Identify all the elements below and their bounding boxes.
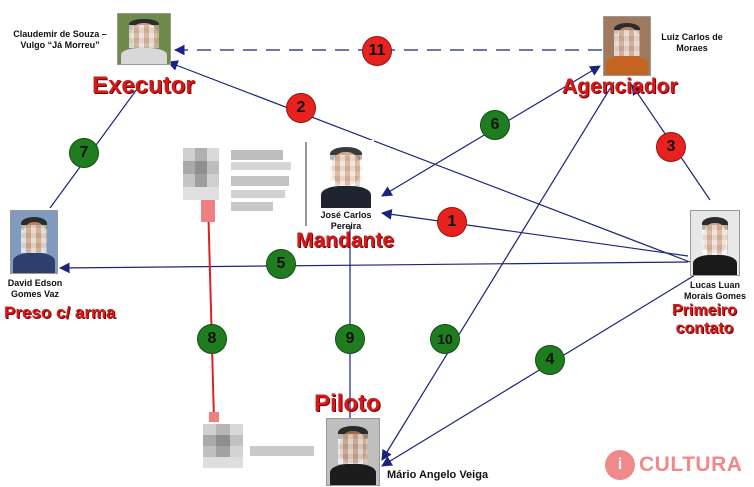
edge-8 bbox=[207, 199, 215, 421]
role-mandante: Mandante bbox=[296, 229, 395, 252]
role-preso: Preso c/ arma bbox=[4, 303, 116, 322]
tv-cultura-icon: i bbox=[605, 450, 635, 480]
name-mario: Mário Angelo Veiga bbox=[387, 469, 489, 481]
role-primeiro-contato: Primeiro contato bbox=[672, 302, 737, 337]
name-david: David Edson Gomes Vaz bbox=[7, 278, 63, 299]
photo-jose bbox=[318, 140, 374, 208]
photo-luiz bbox=[603, 16, 651, 76]
role-agenciador: Agenciador bbox=[562, 75, 678, 98]
badge-3: 3 bbox=[656, 132, 686, 162]
badge-6: 6 bbox=[480, 110, 510, 140]
redacted-photo-top bbox=[183, 148, 219, 200]
photo-david bbox=[10, 210, 58, 274]
badge-7: 7 bbox=[69, 138, 99, 168]
cultura-logo: i CULTURA bbox=[605, 450, 742, 480]
redacted-photo-bottom bbox=[203, 424, 243, 468]
role-piloto: Piloto bbox=[314, 390, 381, 417]
badge-2: 2 bbox=[286, 93, 316, 123]
edge-8-start-cap bbox=[201, 196, 215, 222]
photo-lucas bbox=[690, 210, 740, 276]
badge-4: 4 bbox=[535, 345, 565, 375]
edge-5 bbox=[58, 261, 689, 274]
edge-10 bbox=[381, 81, 615, 461]
badge-11: 11 bbox=[362, 36, 392, 66]
name-lucas: Lucas Luan Morais Gomes bbox=[683, 280, 747, 301]
edge-8-end-cap bbox=[209, 412, 219, 422]
badge-5: 5 bbox=[266, 249, 296, 279]
photo-mario bbox=[326, 418, 380, 486]
redacted-text-bottom bbox=[250, 444, 316, 460]
redacted-text-top bbox=[231, 148, 291, 214]
name-luiz: Luiz Carlos de Moraes bbox=[661, 32, 723, 53]
edge-1 bbox=[380, 209, 689, 257]
name-jose: José Carlos Pereira bbox=[320, 210, 372, 231]
badge-1: 1 bbox=[437, 207, 467, 237]
photo-claudemir bbox=[117, 13, 171, 65]
role-executor: Executor bbox=[92, 72, 195, 99]
badge-10: 10 bbox=[430, 324, 460, 354]
badge-9: 9 bbox=[335, 324, 365, 354]
badge-8: 8 bbox=[197, 324, 227, 354]
logo-text: CULTURA bbox=[639, 453, 743, 476]
name-claudemir: Claudemir de Souza – Vulgo “Já Morreu” bbox=[13, 29, 107, 50]
